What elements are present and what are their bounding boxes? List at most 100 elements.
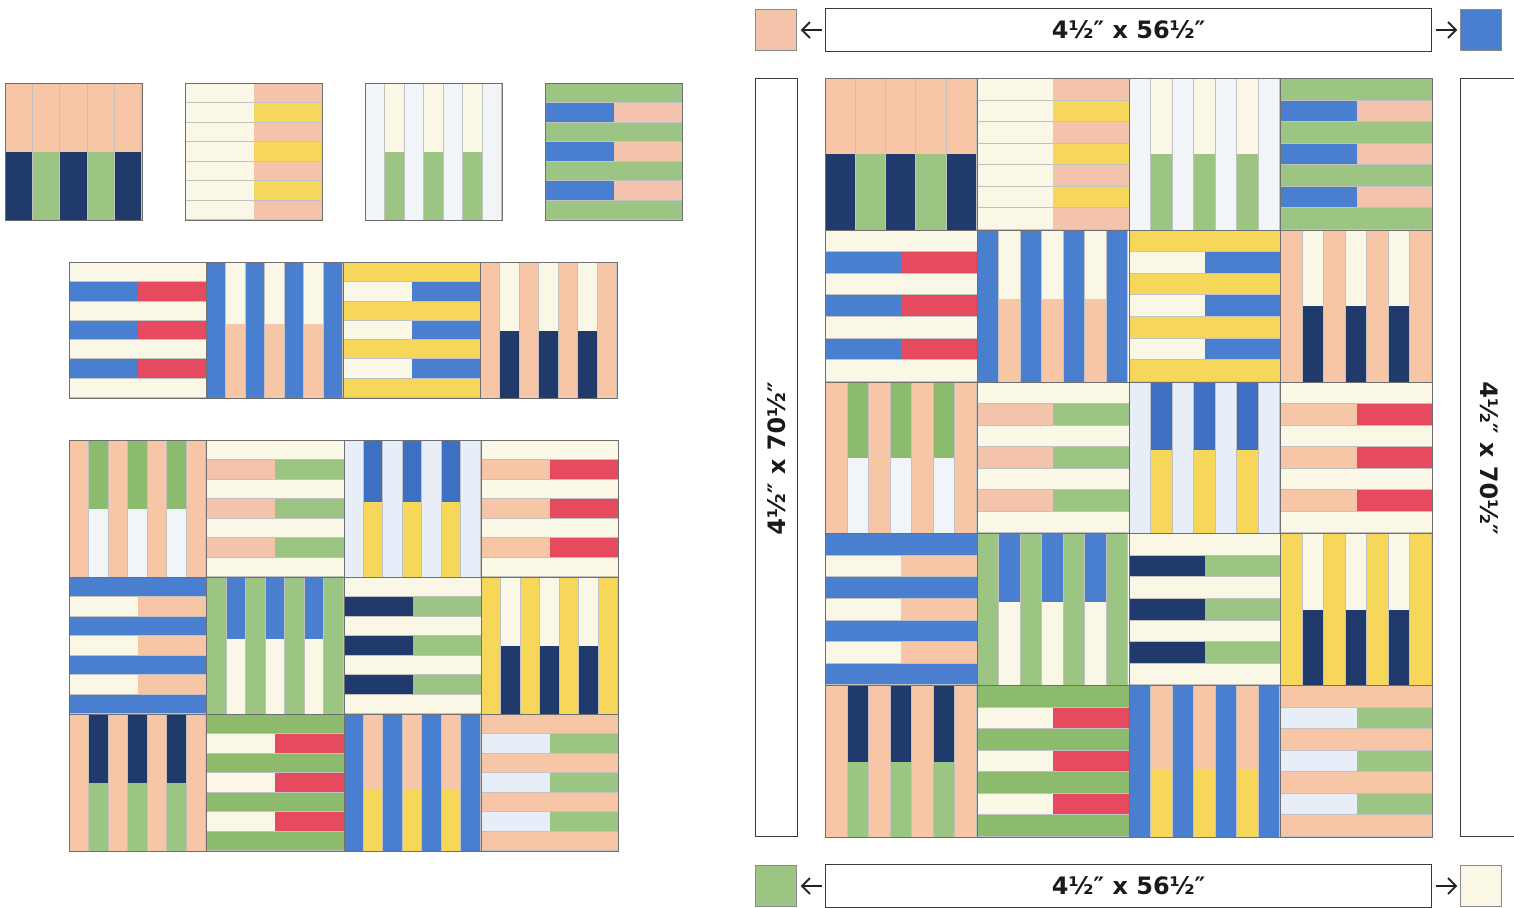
block-strip	[1085, 534, 1107, 686]
block-strip	[1281, 404, 1432, 426]
quilt-block	[1280, 685, 1433, 838]
block-strip	[402, 441, 423, 577]
block-strip	[1172, 79, 1195, 230]
block-strip	[1194, 686, 1216, 837]
block-strip	[167, 441, 187, 577]
block-strip	[912, 686, 934, 837]
block-strip	[977, 208, 1129, 230]
block-strip	[1281, 750, 1432, 773]
block-strip	[933, 686, 956, 837]
block-strip	[1020, 230, 1043, 382]
block-strip	[114, 84, 142, 220]
row-block-4	[480, 262, 618, 399]
quilt-block	[976, 381, 1130, 535]
corner-swatch-top-right	[1460, 9, 1502, 51]
block-strip	[70, 359, 206, 379]
block-strip	[128, 441, 148, 577]
block-strip	[826, 599, 977, 621]
block-strip	[977, 490, 1129, 512]
block-strip	[481, 812, 618, 832]
block-strip	[826, 686, 848, 837]
left-border-strip: 4½″ x 70½″	[755, 78, 798, 837]
block-strip	[481, 479, 618, 500]
quilt-block	[480, 714, 619, 852]
block-strip	[265, 578, 286, 714]
block-strip	[977, 793, 1129, 816]
block-strip	[826, 360, 977, 382]
block-strip	[540, 578, 560, 714]
block-strip	[1129, 642, 1281, 664]
block-strip	[1281, 815, 1432, 837]
block-strip	[597, 263, 617, 398]
block-strip	[89, 441, 109, 577]
block-strip	[70, 655, 207, 676]
block-strip	[443, 84, 464, 220]
block-strip	[1129, 555, 1281, 578]
block-strip	[520, 578, 541, 714]
block-strip	[481, 715, 618, 735]
block-strip	[1281, 165, 1432, 187]
quilt-block	[343, 714, 482, 852]
block-strip	[559, 578, 580, 714]
block-strip	[890, 382, 913, 534]
block-strip	[422, 441, 442, 577]
block-strip	[1281, 511, 1432, 534]
sample-block-3	[365, 83, 503, 221]
block-strip	[1129, 230, 1281, 253]
block-strip	[344, 655, 481, 676]
arrow-left-icon	[800, 877, 822, 895]
quilt-block	[343, 440, 482, 578]
block-strip	[1215, 686, 1238, 837]
block-strip	[1129, 663, 1281, 686]
block-strip	[363, 441, 384, 577]
block-strip	[70, 694, 207, 714]
quilt-block	[69, 440, 208, 578]
block-strip	[977, 425, 1129, 448]
block-strip	[977, 729, 1129, 751]
block-strip	[482, 84, 502, 220]
block-strip	[207, 753, 344, 774]
block-strip	[1129, 273, 1281, 296]
block-strip	[265, 263, 285, 398]
block-strip	[245, 263, 266, 398]
block-strip	[912, 382, 934, 534]
block-strip	[546, 122, 682, 143]
block-strip	[886, 79, 917, 230]
block-strip	[344, 320, 480, 341]
corner-swatch-top-left	[755, 9, 797, 51]
block-strip	[207, 734, 344, 754]
block-strip	[1106, 534, 1129, 686]
sample-block-4	[545, 83, 683, 221]
block-strip	[1258, 686, 1281, 837]
block-strip	[977, 186, 1129, 209]
block-strip	[481, 792, 618, 813]
block-strip	[977, 686, 1129, 708]
block-strip	[481, 441, 618, 461]
block-strip	[558, 263, 579, 398]
quilt-block	[1280, 78, 1433, 231]
block-strip	[344, 616, 481, 637]
row-block-3	[343, 262, 481, 399]
block-strip	[501, 578, 521, 714]
block-strip	[186, 441, 207, 577]
block-strip	[70, 578, 207, 598]
block-strip	[1129, 252, 1281, 274]
quilt-block	[1128, 685, 1282, 838]
block-strip	[186, 181, 322, 201]
block-strip	[207, 578, 227, 714]
block-strip	[826, 230, 977, 253]
quilt-block	[976, 78, 1130, 231]
block-strip	[70, 340, 206, 360]
block-strip	[1281, 534, 1303, 686]
block-strip	[461, 441, 481, 577]
block-strip	[977, 165, 1129, 187]
block-strip	[404, 84, 425, 220]
corner-swatch-bottom-left	[755, 865, 797, 907]
block-strip	[284, 263, 305, 398]
block-strip	[344, 636, 481, 656]
block-strip	[70, 597, 207, 617]
block-strip	[186, 715, 207, 851]
row-assembly	[69, 262, 618, 399]
block-strip	[323, 263, 343, 398]
block-strip	[1215, 79, 1238, 230]
